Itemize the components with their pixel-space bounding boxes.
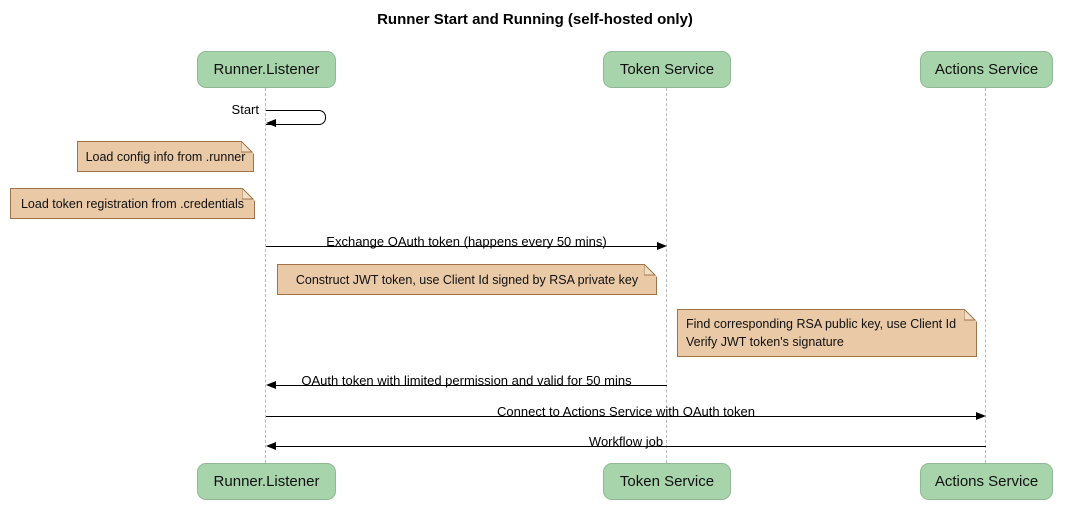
note-fold-icon xyxy=(242,188,255,201)
participant-actions-service-top: Actions Service xyxy=(920,51,1053,88)
message-label-exchange-oauth: Exchange OAuth token (happens every 50 m… xyxy=(326,234,607,249)
arrowhead-left-icon xyxy=(266,442,276,450)
participant-label: Runner.Listener xyxy=(213,473,320,490)
message-label-start: Start xyxy=(231,102,259,117)
note-load-token-registration: Load token registration from .credential… xyxy=(10,188,255,219)
note-load-config: Load config info from .runner xyxy=(77,141,254,172)
note-text-line1: Find corresponding RSA public key, use C… xyxy=(686,317,957,331)
note-construct-jwt: Construct JWT token, use Client Id signe… xyxy=(277,264,657,295)
message-line-exchange-oauth xyxy=(266,246,658,247)
note-fold-icon xyxy=(644,264,657,277)
note-text: Load config info from .runner xyxy=(85,149,246,164)
message-label-connect-actions: Connect to Actions Service with OAuth to… xyxy=(497,404,755,419)
self-message-arrow xyxy=(266,110,326,125)
arrowhead-right-icon xyxy=(976,412,986,420)
participant-token-service-bottom: Token Service xyxy=(603,463,731,500)
participant-token-service-top: Token Service xyxy=(603,51,731,88)
message-line-oauth-return xyxy=(275,385,667,386)
note-find-rsa-key: Find corresponding RSA public key, use C… xyxy=(677,309,977,357)
message-line-workflow-job xyxy=(275,446,986,447)
note-text: Construct JWT token, use Client Id signe… xyxy=(295,272,639,287)
lifeline-runner-listener xyxy=(265,88,266,463)
diagram-title: Runner Start and Running (self-hosted on… xyxy=(377,11,693,28)
participant-runner-listener-top: Runner.Listener xyxy=(197,51,336,88)
note-fold-icon xyxy=(241,141,254,154)
participant-label: Token Service xyxy=(619,473,715,490)
arrowhead-right-icon xyxy=(657,242,667,250)
lifeline-actions-service xyxy=(985,88,986,463)
note-text-line2: Verify JWT token's signature xyxy=(686,335,844,349)
participant-label: Runner.Listener xyxy=(213,61,320,78)
message-label-oauth-return: OAuth token with limited permission and … xyxy=(301,373,632,388)
participant-runner-listener-bottom: Runner.Listener xyxy=(197,463,336,500)
note-text: Load token registration from .credential… xyxy=(20,196,245,211)
participant-label: Token Service xyxy=(619,61,715,78)
participant-actions-service-bottom: Actions Service xyxy=(920,463,1053,500)
message-label-workflow-job: Workflow job xyxy=(588,434,664,449)
arrowhead-left-icon xyxy=(266,381,276,389)
arrowhead-left-icon xyxy=(266,119,276,127)
participant-label: Actions Service xyxy=(934,473,1039,490)
participant-label: Actions Service xyxy=(934,61,1039,78)
note-fold-icon xyxy=(964,309,977,322)
lifeline-token-service xyxy=(666,88,667,463)
message-line-connect-actions xyxy=(266,416,977,417)
